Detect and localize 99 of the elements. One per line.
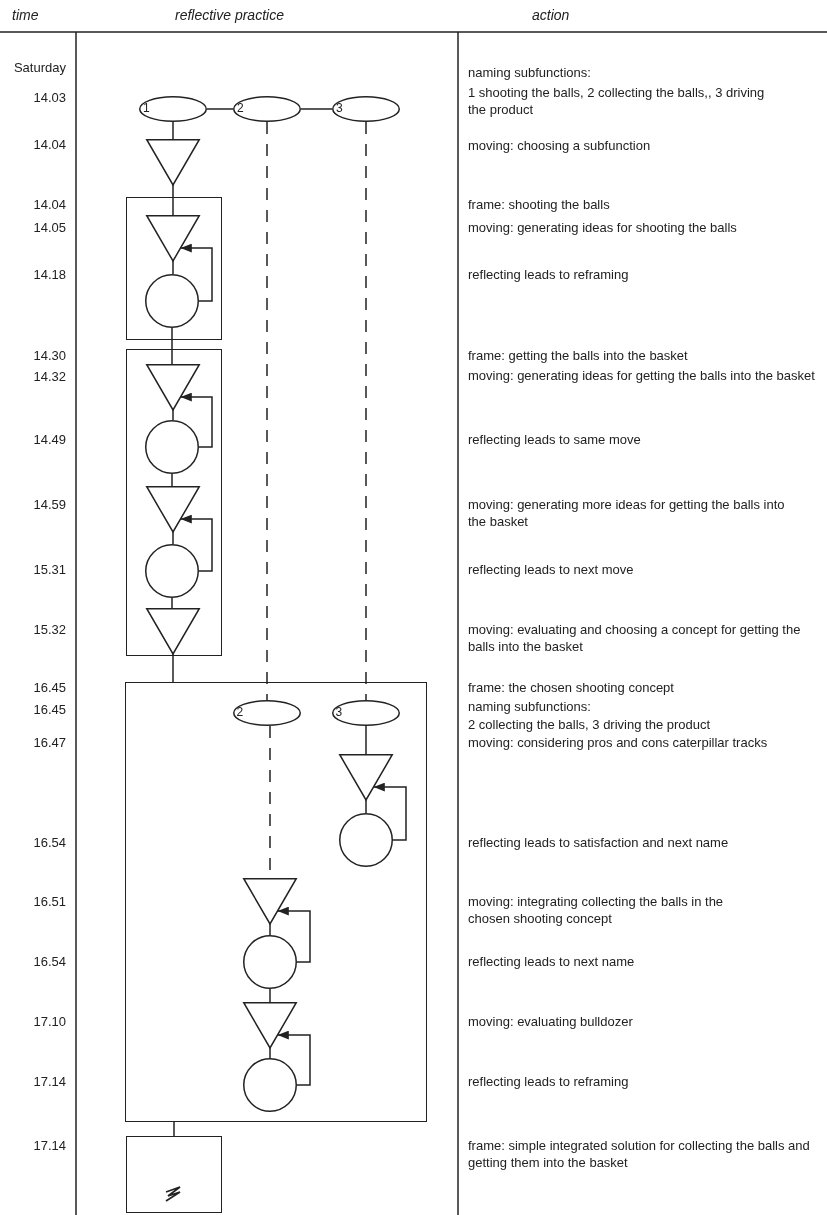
feedback-arrow: [179, 514, 213, 572]
action-text: moving: choosing a subfunction: [468, 137, 652, 154]
column-header: time: [12, 7, 39, 24]
moving-triangle: [145, 363, 200, 410]
time-label: 16.51: [32, 893, 66, 910]
time-label: 16.45: [32, 679, 66, 696]
action-text: reflecting leads to satisfaction and next name: [468, 834, 730, 851]
action-text: reflecting leads to same move: [468, 431, 642, 448]
connector-line: [206, 108, 234, 110]
subfunction-ellipse: [232, 699, 301, 726]
subfunction-number: 3: [335, 704, 343, 719]
connector-line: [171, 597, 173, 609]
time-label: 14.30: [32, 347, 66, 364]
action-text: naming subfunctions:: [468, 698, 592, 715]
time-label: Saturday: [12, 59, 66, 76]
action-text: moving: generating ideas for getting the balls into the basket: [468, 367, 816, 384]
time-label: 14.04: [32, 196, 66, 213]
feedback-arrow: [179, 243, 213, 302]
connector-line: [173, 1121, 175, 1137]
frame-box: [126, 1136, 222, 1213]
reflecting-circle: [144, 419, 199, 474]
reflecting-circle: [144, 543, 199, 598]
action-text: moving: evaluating and choosing a concept for getting the balls into the basket: [468, 621, 802, 655]
time-label: 14.05: [32, 219, 66, 236]
subfunction-number: 3: [336, 101, 343, 115]
connector-line: [269, 988, 271, 1003]
time-label: 14.04: [32, 136, 66, 153]
connector-line: [269, 923, 271, 936]
feedback-arrow: [372, 782, 407, 841]
action-text: frame: the chosen shooting concept: [468, 679, 675, 696]
frame-box: [126, 197, 222, 340]
moving-triangle: [338, 753, 393, 800]
action-text: reflecting leads to reframing: [468, 1073, 630, 1090]
connector-line: [172, 531, 174, 545]
moving-triangle: [242, 877, 297, 924]
action-text: frame: shooting the balls: [468, 196, 611, 213]
time-label: 16.54: [32, 834, 66, 851]
connector-line: [365, 799, 367, 814]
subfunction-number: 2: [236, 704, 244, 719]
feedback-arrow: [276, 1030, 311, 1086]
connector-line: [365, 725, 367, 755]
time-label: 16.47: [32, 734, 66, 751]
subfunction-number: 1: [143, 101, 150, 115]
connector-line: [171, 327, 173, 365]
feedback-arrow: [276, 906, 311, 963]
connector-line: [172, 409, 174, 421]
action-text: moving: integrating collecting the balls in the chosen shooting concept: [468, 893, 725, 927]
connector-line: [172, 260, 174, 275]
frame-box: [125, 682, 427, 1122]
column-header: action: [532, 7, 570, 24]
time-label: 17.14: [32, 1137, 66, 1154]
time-label: 14.49: [32, 431, 66, 448]
time-label: 17.14: [32, 1073, 66, 1090]
subfunction-number: 2: [237, 101, 244, 115]
time-label: 14.18: [32, 266, 66, 283]
time-label: 15.31: [32, 561, 66, 578]
connector-line: [266, 121, 268, 701]
action-text: 1 shooting the balls, 2 collecting the balls,, 3 driving the product: [468, 84, 766, 118]
connector-line: [269, 1047, 271, 1059]
moving-triangle: [146, 139, 200, 185]
time-label: 17.10: [32, 1013, 66, 1030]
moving-triangle: [145, 607, 200, 654]
connector-line: [365, 121, 367, 701]
action-text: naming subfunctions:: [468, 64, 592, 81]
time-label: 14.59: [32, 496, 66, 513]
frame-box: [126, 349, 222, 656]
subfunction-ellipse: [331, 699, 400, 726]
action-text: reflecting leads to next move: [468, 561, 635, 578]
subfunction-ellipse: [332, 96, 400, 122]
reflecting-circle: [144, 273, 199, 328]
reflecting-circle: [338, 812, 393, 867]
action-text: moving: generating ideas for shooting the balls: [468, 219, 738, 236]
moving-triangle: [145, 214, 200, 261]
action-text: 2 collecting the balls, 3 driving the product: [468, 716, 712, 733]
feedback-arrow: [179, 392, 213, 448]
subfunction-ellipse: [233, 96, 301, 122]
time-label: 16.54: [32, 953, 66, 970]
moving-triangle: [145, 485, 200, 532]
connector-line: [300, 108, 333, 110]
time-label: 15.32: [32, 621, 66, 638]
action-text: frame: simple integrated solution for collecting the balls and getting them into the basket: [468, 1137, 811, 1171]
time-label: 16.45: [32, 701, 66, 718]
subfunction-ellipse: [139, 96, 207, 122]
action-text: reflecting leads to reframing: [468, 266, 630, 283]
action-text: moving: evaluating bulldozer: [468, 1013, 634, 1030]
reflecting-circle: [242, 1057, 297, 1112]
column-header: reflective practice: [175, 7, 284, 24]
action-text: moving: considering pros and cons caterpillar tracks: [468, 734, 769, 751]
time-label: 14.32: [32, 368, 66, 385]
moving-triangle: [242, 1001, 297, 1048]
reflecting-circle: [242, 934, 297, 989]
connector-line: [172, 121, 174, 140]
action-text: reflecting leads to next name: [468, 953, 636, 970]
connector-line: [172, 653, 174, 683]
connector-line: [171, 473, 173, 487]
time-label: 14.03: [32, 89, 66, 106]
action-text: moving: generating more ideas for getting the balls into the basket: [468, 496, 786, 530]
connector-line: [172, 184, 174, 216]
action-text: frame: getting the balls into the basket: [468, 347, 689, 364]
